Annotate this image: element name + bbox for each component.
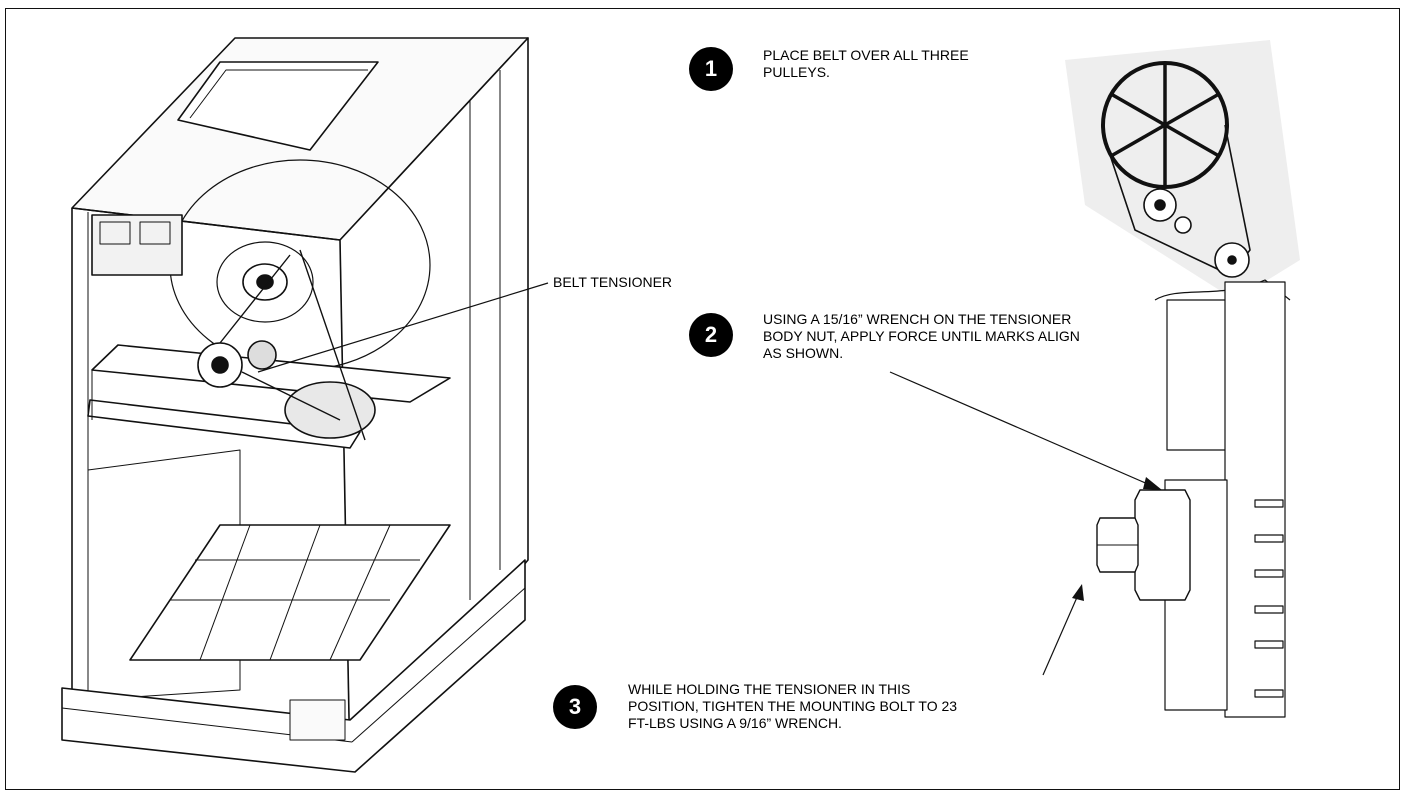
tensioner-pulley [247,340,277,370]
tensioner-body [1166,299,1230,451]
step-1-text: PLACE BELT OVER ALL THREE PULLEYS. [763,47,969,80]
tensioner-detail-view [1096,279,1291,718]
step-3-text: WHILE HOLDING THE TENSIONER IN THIS POSI… [628,681,958,731]
step-2-text: USING A 15/16” WRENCH ON THE TENSIONER B… [763,311,1080,361]
air-handler-unit [61,37,529,773]
belt-tensioner-callout: BELT TENSIONER [553,274,673,290]
step-2-badge: 2 [689,313,733,357]
unit-top-opening [177,61,379,151]
belt-detail-view [1065,40,1300,300]
step-1-badge: 1 [689,47,733,91]
filter-tray [129,524,451,661]
electrical-box [91,214,183,276]
drive-belt [219,249,366,441]
tensioner-body-nut [1134,489,1191,601]
blower-wheel [216,241,314,323]
step-2-leader [889,371,1151,486]
motor-rail-lower [87,399,361,449]
belt-tensioner-leader [257,282,549,373]
step-3-leader [1042,594,1079,676]
blower-motor [284,381,376,439]
shipping-pallet [61,559,526,773]
step-3-badge: 3 [553,685,597,729]
